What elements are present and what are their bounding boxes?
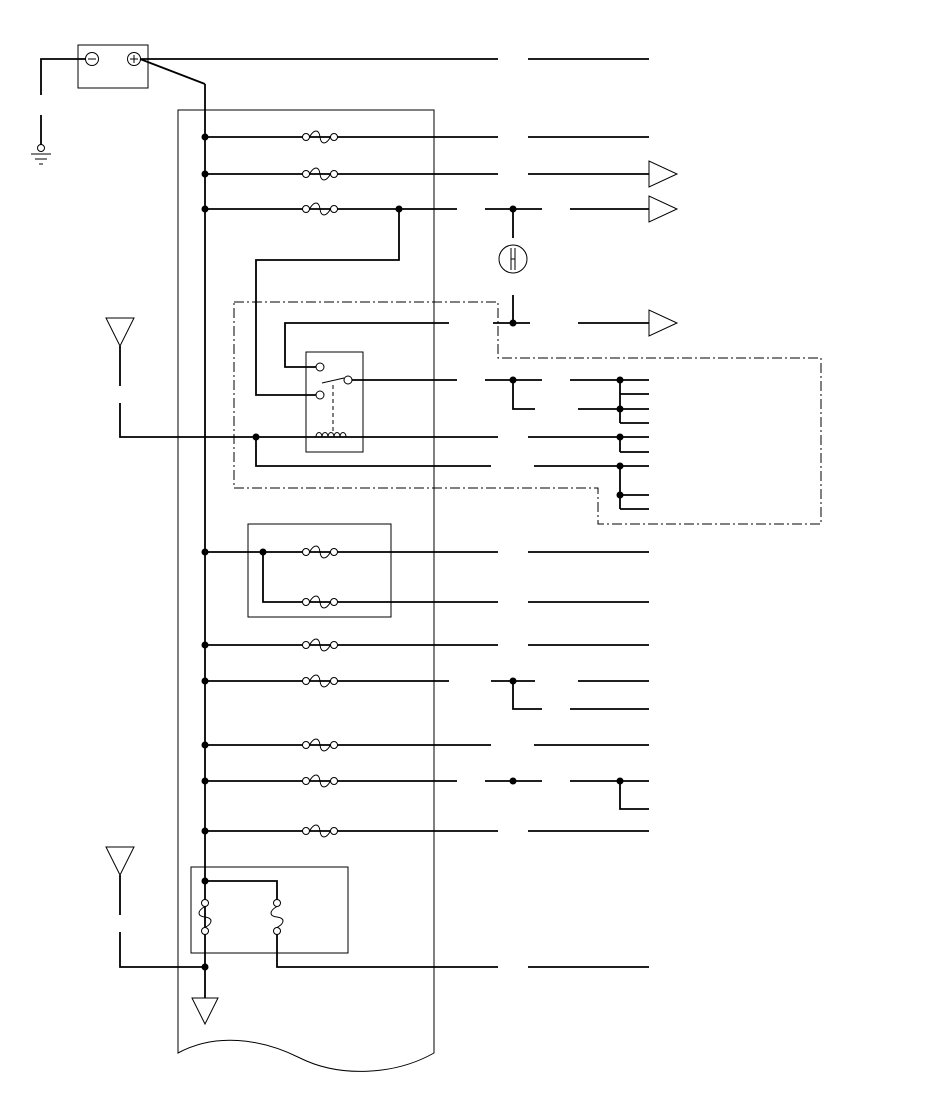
connector-arrow-1: [648, 160, 679, 188]
indicator-lamp: [498, 209, 528, 323]
fuse-row-11: [205, 780, 649, 810]
relay: [305, 351, 364, 453]
fuse-icon: [302, 774, 338, 788]
connector-arrow-3: [648, 309, 679, 337]
sub-fuse-box: [247, 523, 392, 618]
fuse-icon: [270, 899, 284, 935]
ground-symbol: [31, 144, 51, 165]
battery-ground-wire: [40, 58, 86, 95]
fuse-icon: [198, 899, 212, 935]
junction-dots: [201, 133, 624, 971]
module-boundary: [233, 301, 822, 525]
connector-arrow-2: [648, 195, 679, 223]
bottom-fuse-box: [190, 866, 349, 954]
fuse-icon: [302, 595, 338, 609]
fuse-icon: [302, 824, 338, 838]
bus-connector-arrow: [191, 997, 219, 1026]
antenna-2: [105, 846, 135, 915]
fuse-box-outline: [177, 109, 435, 1072]
battery: [77, 44, 149, 89]
fuse-icon: [302, 638, 338, 652]
fuse-icon: [302, 545, 338, 559]
fuse-icon: [302, 674, 338, 688]
fuse-icon: [302, 738, 338, 752]
antenna-1: [105, 317, 135, 386]
fuse-icon: [302, 167, 338, 181]
fuse-row-9: [205, 680, 649, 710]
fuse-icon: [302, 130, 338, 144]
fuse-icon: [302, 202, 338, 216]
